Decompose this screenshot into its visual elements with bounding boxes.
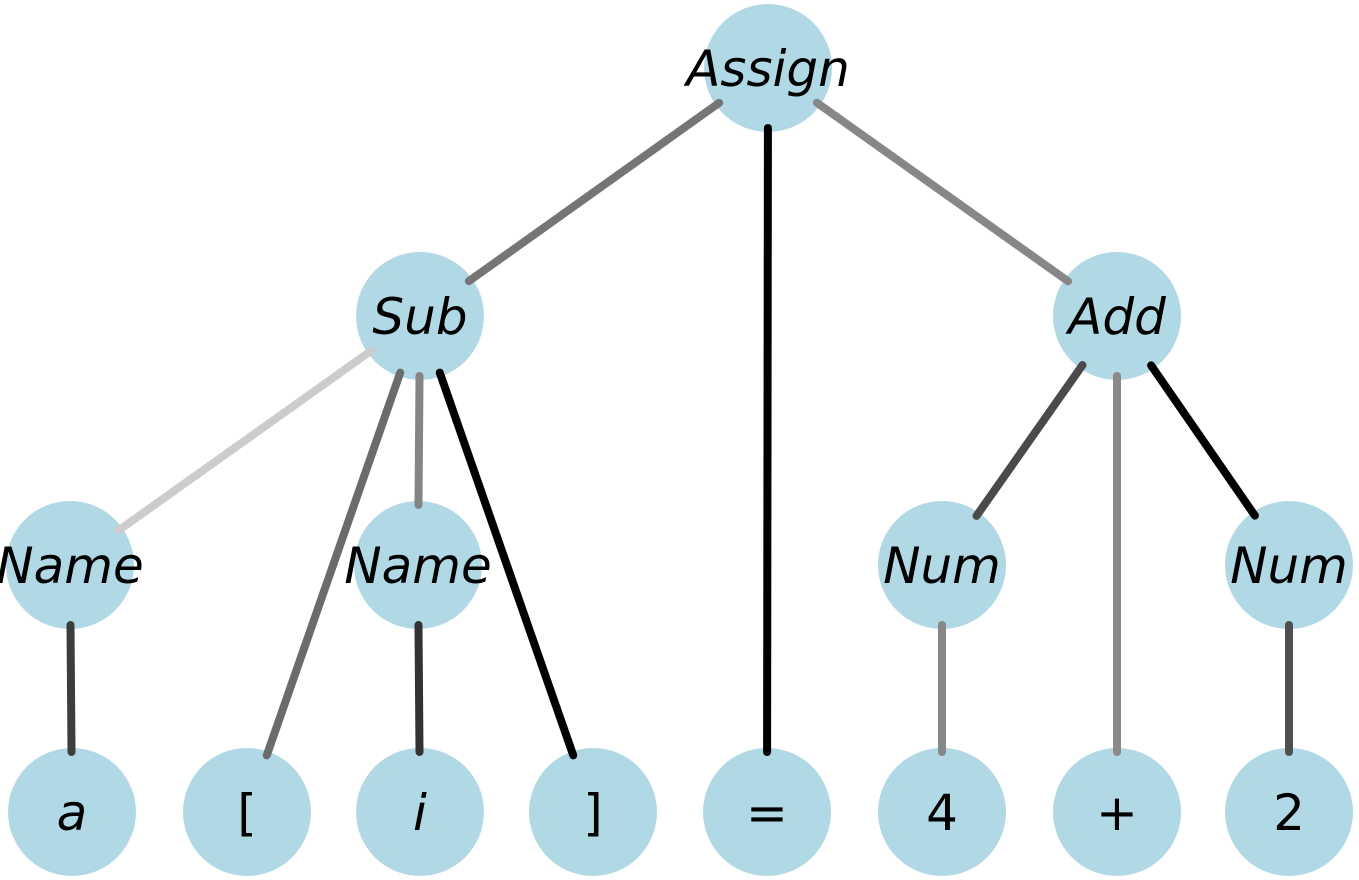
tree-node-label-leaf-4: 4 bbox=[926, 784, 958, 842]
tree-node-circle-add bbox=[1053, 252, 1181, 380]
tree-node-circle-assign bbox=[704, 4, 832, 132]
tree-node-circle-leaf-lbracket bbox=[183, 748, 311, 876]
tree-node-label-leaf-i: i bbox=[413, 784, 427, 842]
tree-node-circle-num-right bbox=[1225, 501, 1353, 629]
tree-node-label-assign: Assign bbox=[683, 40, 850, 98]
tree-edge-add-num-left bbox=[972, 361, 1087, 520]
tree-node-circle-sub bbox=[356, 252, 484, 380]
tree-node-circle-num-left bbox=[878, 501, 1006, 629]
tree-node-label-leaf-rbracket: ] bbox=[583, 784, 603, 842]
tree-edge-name-mid-leaf-i bbox=[414, 620, 424, 757]
tree-edge-sub-leaf-rbracket bbox=[435, 368, 578, 760]
tree-node-label-name-mid: Name bbox=[344, 537, 492, 595]
tree-node-circle-leaf-a bbox=[8, 748, 136, 876]
tree-edge-assign-leaf-equals bbox=[763, 123, 772, 757]
tree-edge-assign-add bbox=[812, 98, 1073, 286]
tree-edge-add-num-right bbox=[1147, 361, 1259, 520]
tree-node-circle-leaf-4 bbox=[878, 748, 1006, 876]
tree-node-label-leaf-2: 2 bbox=[1273, 784, 1305, 842]
tree-node-circle-leaf-equals bbox=[703, 748, 831, 876]
tree-node-circle-leaf-2 bbox=[1225, 748, 1353, 876]
tree-node-label-leaf-lbracket: [ bbox=[237, 784, 257, 842]
tree-edge-assign-sub bbox=[464, 98, 724, 286]
tree-node-circle-name-mid bbox=[354, 501, 482, 629]
tree-node-label-leaf-plus: + bbox=[1096, 784, 1138, 842]
tree-node-label-leaf-equals: = bbox=[746, 784, 788, 842]
tree-edge-sub-name-mid bbox=[414, 371, 424, 510]
tree-edge-sub-leaf-lbracket bbox=[262, 368, 405, 760]
tree-node-label-name-left: Name bbox=[0, 537, 144, 595]
tree-node-label-num-right: Num bbox=[1230, 537, 1348, 595]
tree-node-circle-name-left bbox=[6, 501, 134, 629]
tree-edge-sub-name-left bbox=[114, 346, 376, 535]
tree-node-label-leaf-a: a bbox=[57, 784, 88, 842]
tree-node-circle-leaf-plus bbox=[1053, 748, 1181, 876]
tree-edge-name-left-leaf-a bbox=[66, 620, 76, 757]
tree-node-label-sub: Sub bbox=[372, 288, 467, 346]
tree-node-circle-leaf-i bbox=[356, 748, 484, 876]
tree-node-label-num-left: Num bbox=[883, 537, 1001, 595]
tree-node-circle-leaf-rbracket bbox=[529, 748, 657, 876]
tree-node-label-add: Add bbox=[1065, 288, 1166, 346]
